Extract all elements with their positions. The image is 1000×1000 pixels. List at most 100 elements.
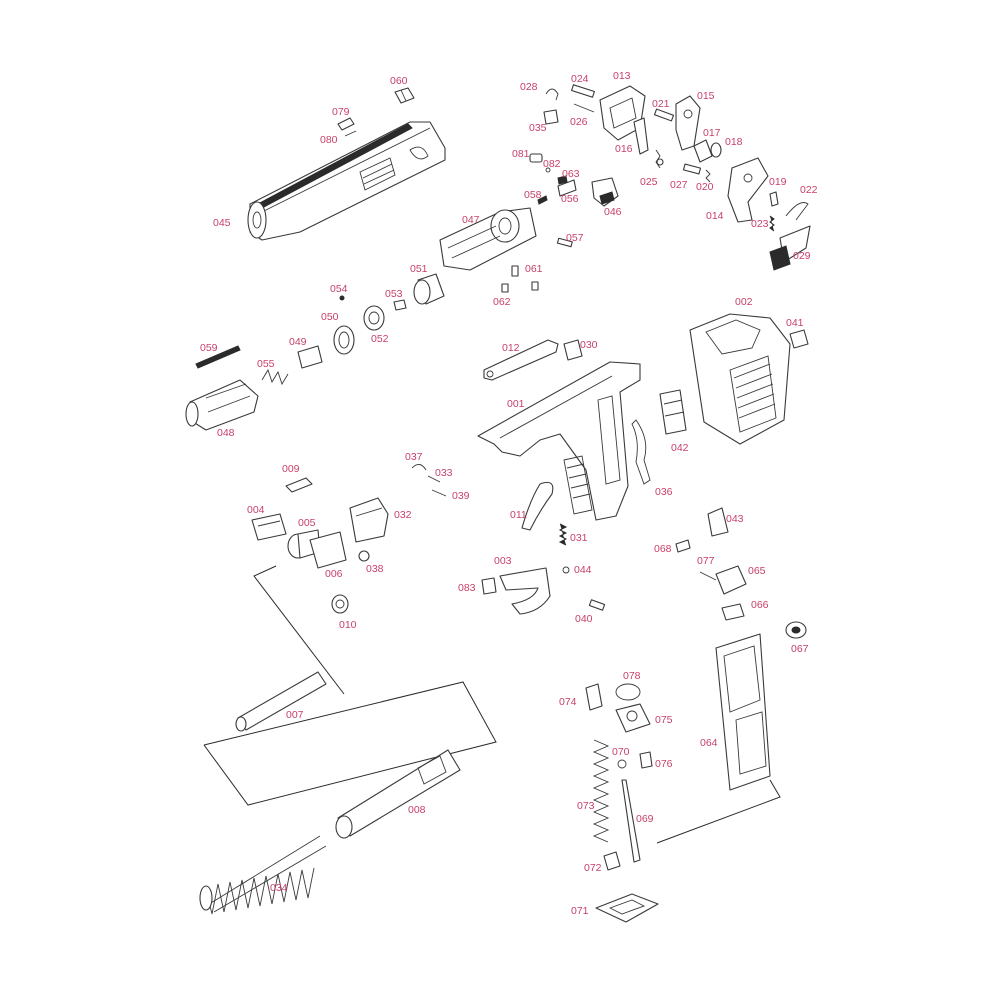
part-020: [705, 169, 711, 183]
part-062: [501, 281, 539, 293]
label-026: 026: [570, 116, 588, 128]
part-002-grip: [689, 313, 791, 445]
part-046: [591, 177, 619, 207]
part-060: [394, 87, 415, 104]
label-050: 050: [321, 311, 339, 323]
part-031: [558, 523, 568, 546]
label-025: 025: [640, 176, 658, 188]
label-043: 043: [726, 513, 744, 525]
part-053: [393, 299, 407, 311]
part-028: [545, 88, 559, 101]
label-029: 029: [793, 250, 811, 262]
label-049: 049: [289, 336, 307, 348]
part-058: [537, 195, 548, 205]
part-055: [261, 368, 289, 386]
label-006: 006: [325, 568, 343, 580]
label-052: 052: [371, 333, 389, 345]
label-063: 063: [562, 168, 580, 180]
part-043: [707, 507, 729, 537]
part-003: [499, 567, 551, 615]
part-007: [235, 671, 327, 732]
part-066: [721, 603, 745, 621]
label-062: 062: [493, 296, 511, 308]
part-027: [682, 163, 702, 175]
part-038: [358, 550, 370, 562]
part-056: [557, 179, 577, 197]
label-027: 027: [670, 179, 688, 191]
part-067: [785, 621, 807, 639]
part-048: [185, 379, 259, 431]
part-035: [543, 109, 559, 125]
label-068: 068: [654, 543, 672, 555]
part-016: [633, 117, 649, 155]
label-038: 038: [366, 563, 384, 575]
label-075: 075: [655, 714, 673, 726]
part-004: [251, 513, 287, 541]
part-022: [785, 202, 809, 221]
label-010: 010: [339, 619, 357, 631]
label-061: 061: [525, 263, 543, 275]
label-019: 019: [769, 176, 787, 188]
label-065: 065: [748, 565, 766, 577]
label-072: 072: [584, 862, 602, 874]
label-020: 020: [696, 181, 714, 193]
part-018: [710, 142, 722, 158]
label-078: 078: [623, 670, 641, 682]
part-017: [693, 139, 713, 163]
part-011: [521, 481, 554, 531]
label-023: 023: [751, 218, 769, 230]
label-005: 005: [298, 517, 316, 529]
part-040: [588, 599, 606, 611]
label-015: 015: [697, 90, 715, 102]
label-041: 041: [786, 317, 804, 329]
label-040: 040: [575, 613, 593, 625]
label-004: 004: [247, 504, 265, 516]
part-025: [655, 149, 664, 169]
label-007: 007: [286, 709, 304, 721]
part-050: [333, 325, 355, 355]
part-029: [769, 225, 811, 271]
label-013: 013: [613, 70, 631, 82]
label-022: 022: [800, 184, 818, 196]
part-069: [621, 779, 641, 863]
label-042: 042: [671, 442, 689, 454]
label-082: 082: [543, 158, 561, 170]
label-053: 053: [385, 288, 403, 300]
label-036: 036: [655, 486, 673, 498]
part-032: [349, 497, 389, 543]
part-072: [603, 851, 621, 871]
label-024: 024: [571, 73, 589, 85]
label-076: 076: [655, 758, 673, 770]
part-014: [727, 157, 769, 223]
label-028: 028: [520, 81, 538, 93]
part-063: [557, 175, 568, 185]
label-058: 058: [524, 189, 542, 201]
part-024: [571, 84, 595, 98]
label-051: 051: [410, 263, 428, 275]
label-079: 079: [332, 106, 350, 118]
part-036: [631, 419, 651, 485]
part-083: [481, 577, 497, 595]
part-010: [331, 594, 349, 614]
part-061: [511, 265, 519, 277]
label-032: 032: [394, 509, 412, 521]
label-012: 012: [502, 342, 520, 354]
label-077: 077: [697, 555, 715, 567]
label-044: 044: [574, 564, 592, 576]
label-070: 070: [612, 746, 630, 758]
label-031: 031: [570, 532, 588, 544]
leader-lines: [203, 565, 781, 844]
label-055: 055: [257, 358, 275, 370]
label-039: 039: [452, 490, 470, 502]
part-068: [675, 539, 691, 553]
part-034: [199, 835, 327, 915]
label-074: 074: [559, 696, 577, 708]
part-073: [592, 739, 610, 843]
part-071: [595, 893, 659, 923]
label-046: 046: [604, 206, 622, 218]
label-045: 045: [213, 217, 231, 229]
part-074: [585, 683, 603, 711]
part-023: [769, 215, 775, 232]
part-026: [573, 103, 595, 113]
